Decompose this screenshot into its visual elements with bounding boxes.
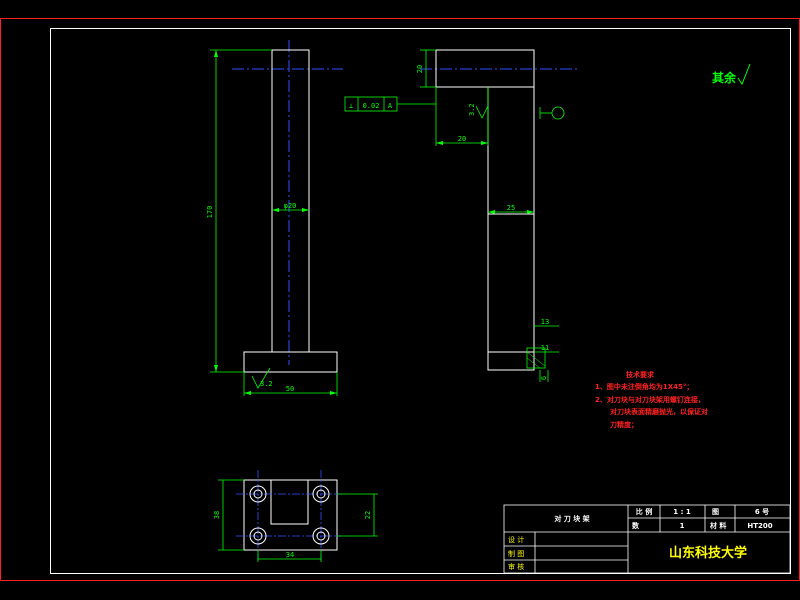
plan-height-dim: 38 bbox=[213, 511, 221, 519]
plan-inner-dim: 22 bbox=[364, 511, 372, 519]
note-3: 对刀块表面精磨抛光，以保证对 bbox=[610, 407, 708, 416]
material-value: HT200 bbox=[747, 522, 772, 530]
front-roughness: 3.2 bbox=[260, 380, 273, 388]
front-height-dim: 170 bbox=[206, 206, 214, 219]
note-1: 1、图中未注倒角均为1X45°； bbox=[595, 382, 693, 391]
slot-inner-dim: 11 bbox=[541, 344, 549, 352]
drawing-label: 图 bbox=[712, 507, 719, 516]
qty-label: 数 bbox=[632, 521, 640, 530]
front-view: 170 50 φ20 3.2 bbox=[206, 40, 343, 396]
material-label: 材 料 bbox=[709, 521, 726, 530]
review-label: 审 核 bbox=[508, 562, 524, 571]
side-roughness: 3.2 bbox=[468, 103, 476, 116]
drawing-border bbox=[50, 28, 791, 574]
side-view: 20 20 25 ⊥ 0.02 A 3.2 13 11 bbox=[344, 49, 580, 382]
plan-width-dim: 34 bbox=[286, 551, 294, 559]
front-width-dim: 50 bbox=[286, 385, 294, 393]
tolerance-value: 0.02 bbox=[363, 102, 380, 110]
qty-value: 1 bbox=[680, 522, 685, 530]
design-label: 设 计 bbox=[508, 535, 524, 544]
technical-notes: 技术要求 1、图中未注倒角均为1X45°； 2、对刀块与对刀块架用螺钉连接， 对… bbox=[595, 370, 708, 429]
side-offset-dim: 20 bbox=[458, 135, 466, 143]
scale-label: 比 例 bbox=[636, 507, 652, 516]
notes-title: 技术要求 bbox=[626, 370, 655, 379]
draw-label: 制 图 bbox=[508, 549, 524, 558]
front-shaft-dim: φ20 bbox=[284, 202, 297, 210]
scale-value: 1 : 1 bbox=[673, 508, 691, 516]
plan-view: 38 22 34 bbox=[213, 470, 378, 562]
remaining-roughness: 其余 bbox=[712, 70, 737, 85]
part-name: 对 刀 块 架 bbox=[554, 514, 589, 523]
outer-frame bbox=[0, 18, 800, 581]
side-top-height-dim: 20 bbox=[416, 65, 424, 73]
slot-width-dim: 13 bbox=[541, 318, 549, 326]
note-4: 刀精度； bbox=[610, 420, 638, 429]
title-block bbox=[503, 504, 791, 574]
note-2: 2、对刀块与对刀块架用螺钉连接， bbox=[595, 395, 705, 404]
tolerance-datum: A bbox=[388, 102, 393, 110]
school-name: 山东科技大学 bbox=[669, 545, 747, 561]
drawing-value: 6 号 bbox=[755, 507, 769, 516]
tolerance-symbol: ⊥ bbox=[349, 102, 353, 110]
slot-depth-dim: 6 bbox=[540, 376, 548, 380]
side-width-dim: 25 bbox=[507, 204, 515, 212]
